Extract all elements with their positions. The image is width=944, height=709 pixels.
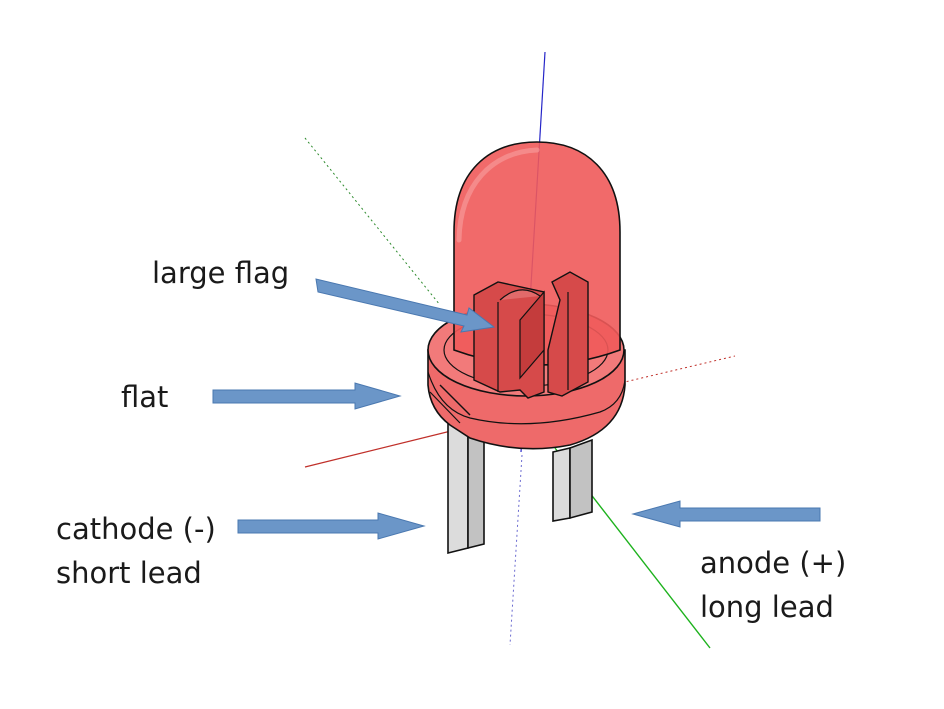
flat-edge: [439, 384, 471, 416]
small-flag-shape: [547, 271, 589, 397]
anode-label: anode (+) long lead: [700, 541, 846, 629]
anode-lead: [552, 438, 593, 522]
axis-red-dotted: [611, 355, 736, 386]
anode-arrow: [631, 500, 821, 528]
anode-label-line2: long lead: [700, 590, 834, 624]
flat-arrow: [212, 382, 402, 410]
large-flag-arrow: [315, 278, 496, 333]
cathode-label-line1: cathode (-): [56, 512, 216, 546]
cathode-arrow: [237, 512, 426, 540]
axis-red-line: [304, 429, 456, 468]
axis-blue-dotted: [509, 454, 523, 646]
anode-label-line1: anode (+): [700, 546, 847, 580]
cathode-lead: [447, 410, 485, 555]
cathode-label-line2: short lead: [56, 556, 202, 590]
axis-green-dotted: [304, 137, 441, 306]
large-flag-shape: [473, 281, 545, 399]
flat-label: flat: [121, 380, 169, 414]
large-flag-label: large flag: [152, 256, 290, 290]
cathode-label: cathode (-) short lead: [56, 507, 216, 595]
